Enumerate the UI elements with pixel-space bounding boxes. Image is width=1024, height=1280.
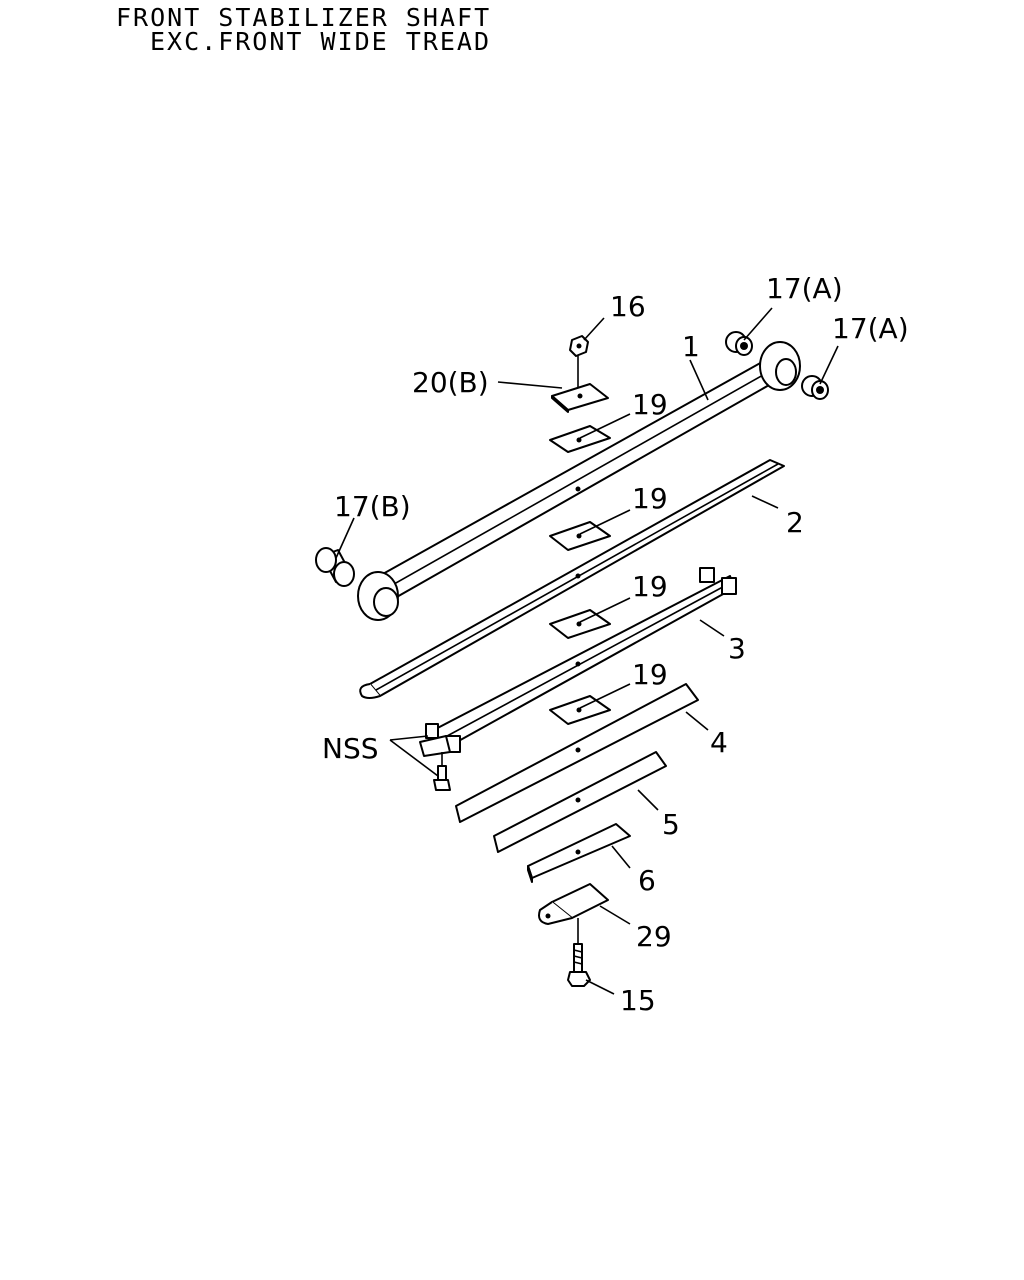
pad-part-19-1 xyxy=(549,425,611,453)
bolt-part-15 xyxy=(567,943,591,987)
nut-part-16 xyxy=(569,335,589,388)
callout-nss: NSS xyxy=(322,732,379,765)
leaf-part-5 xyxy=(493,751,667,853)
callout-17a-lower: 17(A) xyxy=(832,312,909,345)
diagram-title-line-1: FRONT STABILIZER SHAFT xyxy=(116,3,492,32)
pad-part-19-2 xyxy=(549,521,611,551)
callout-15: 15 xyxy=(620,984,656,1017)
callout-19-1: 19 xyxy=(632,388,668,421)
callout-16: 16 xyxy=(610,290,646,323)
callout-17b: 17(B) xyxy=(334,490,411,523)
callout-29: 29 xyxy=(636,920,672,953)
callout-19-3: 19 xyxy=(632,570,668,603)
callout-17a-upper: 17(A) xyxy=(766,272,843,305)
bushing-17a-lower xyxy=(801,375,829,400)
leaf-part-3 xyxy=(419,567,737,757)
leaf-part-2 xyxy=(359,459,785,699)
leaf-part-6 xyxy=(527,823,631,883)
leaf-part-4 xyxy=(455,683,699,823)
callout-4: 4 xyxy=(710,726,728,759)
callout-3: 3 xyxy=(728,632,746,665)
bracket-part-29 xyxy=(538,883,609,944)
callout-1: 1 xyxy=(682,330,700,363)
callout-2: 2 xyxy=(786,506,804,539)
nss-bolt xyxy=(433,752,451,791)
leader-lines xyxy=(335,307,839,995)
main-leaf-part-1 xyxy=(357,341,801,621)
pad-part-19-4 xyxy=(549,695,611,725)
callout-6: 6 xyxy=(638,864,656,897)
callout-20b: 20(B) xyxy=(412,366,489,399)
plate-part-20b xyxy=(551,383,609,413)
callout-5: 5 xyxy=(662,808,680,841)
diagram-title-line-2: EXC.FRONT WIDE TREAD xyxy=(150,27,492,56)
pad-part-19-3 xyxy=(549,609,611,639)
callout-19-2: 19 xyxy=(632,482,668,515)
callout-19-4: 19 xyxy=(632,658,668,691)
bushing-17b xyxy=(315,547,355,587)
bushing-17a-upper xyxy=(725,331,753,356)
